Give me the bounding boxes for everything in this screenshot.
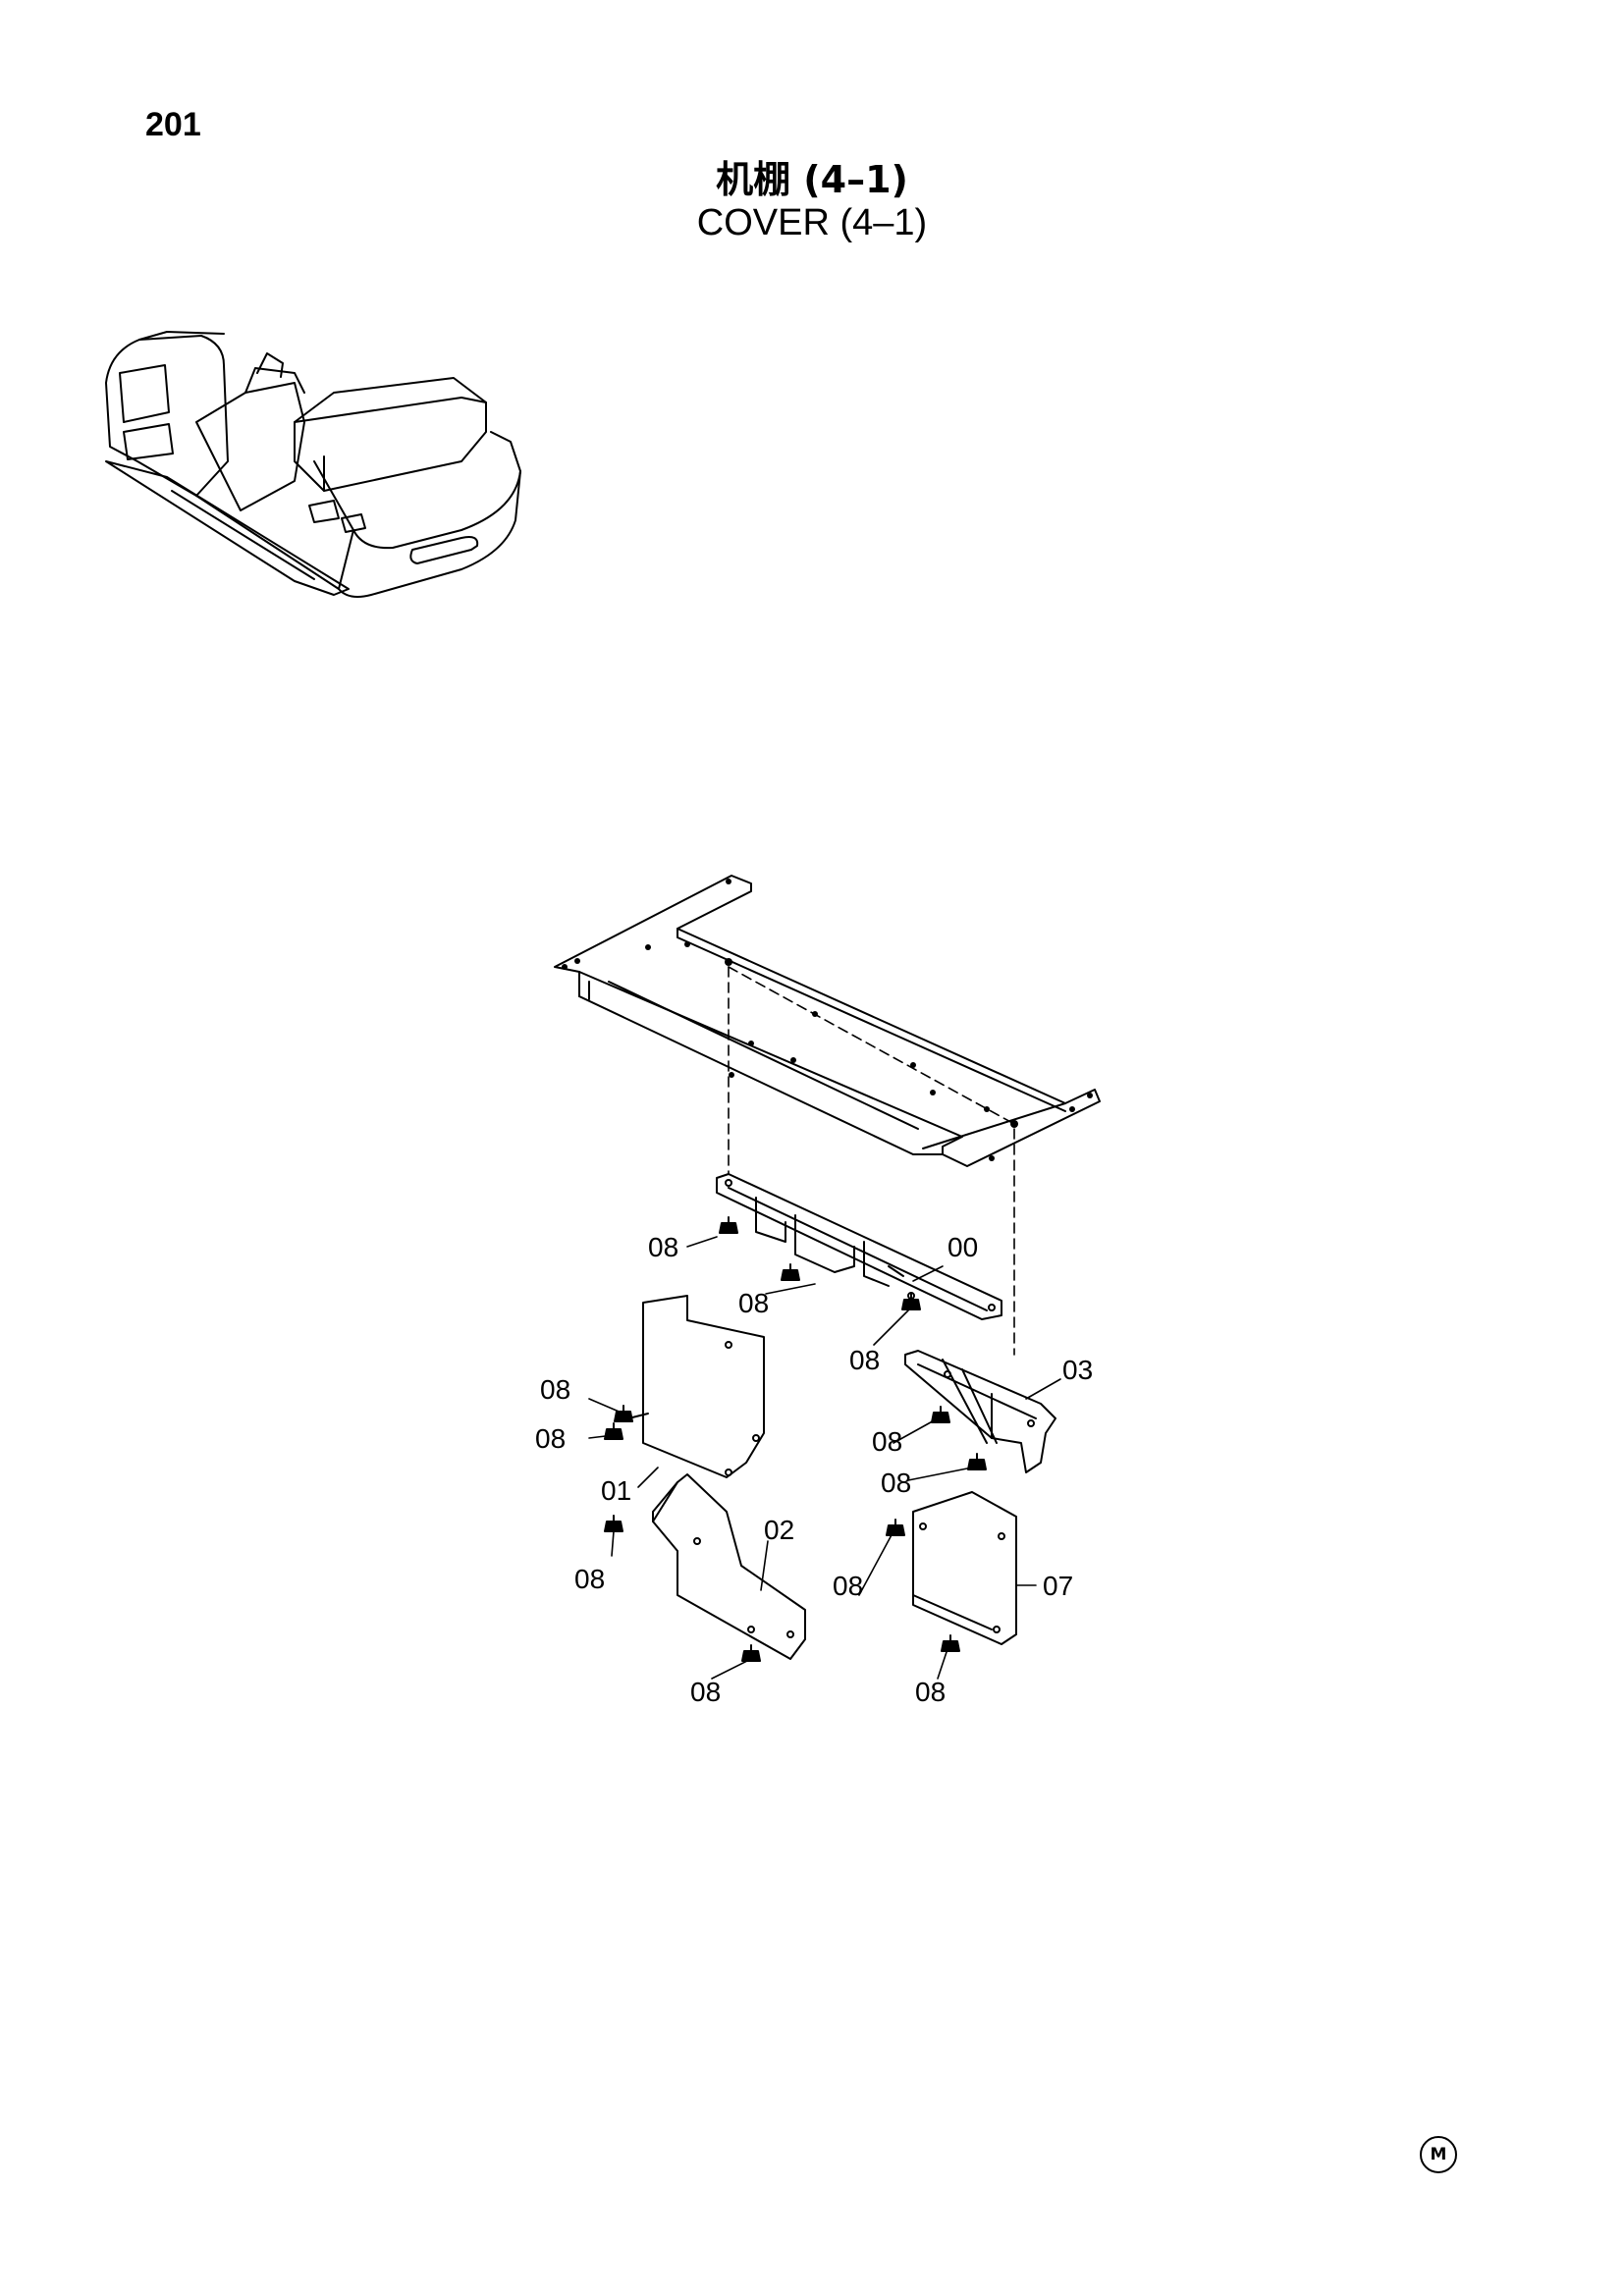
callout-07: 07 [1043,1571,1073,1601]
excavator-overview-icon [105,331,521,598]
callout-08-e: 08 [535,1423,566,1454]
callout-08-d: 08 [540,1374,570,1405]
callout-08-a: 08 [648,1232,678,1262]
callout-01: 01 [601,1475,631,1506]
callout-08-j: 08 [690,1677,721,1707]
callout-02: 02 [764,1515,794,1545]
callout-00: 00 [947,1232,978,1262]
callout-08-b: 08 [738,1288,769,1318]
page-title-english: COVER (4–1) [696,202,928,243]
maker-mark-icon: M [1420,2136,1457,2173]
page-title-chinese: 机棚 (4–1) [716,158,908,201]
callout-08-i: 08 [833,1571,863,1601]
callout-08-h: 08 [574,1564,605,1594]
callout-08-c: 08 [849,1345,880,1375]
bolt-icon [604,1216,987,1662]
page-number: 201 [145,106,201,143]
callout-08-k: 08 [915,1677,946,1707]
callout-08-g: 08 [881,1468,911,1498]
callout-08-f: 08 [872,1426,902,1457]
callout-03: 03 [1062,1355,1093,1385]
exploded-parts-diagram: 08 00 08 08 03 08 08 08 08 01 02 08 08 0… [535,875,1101,1707]
